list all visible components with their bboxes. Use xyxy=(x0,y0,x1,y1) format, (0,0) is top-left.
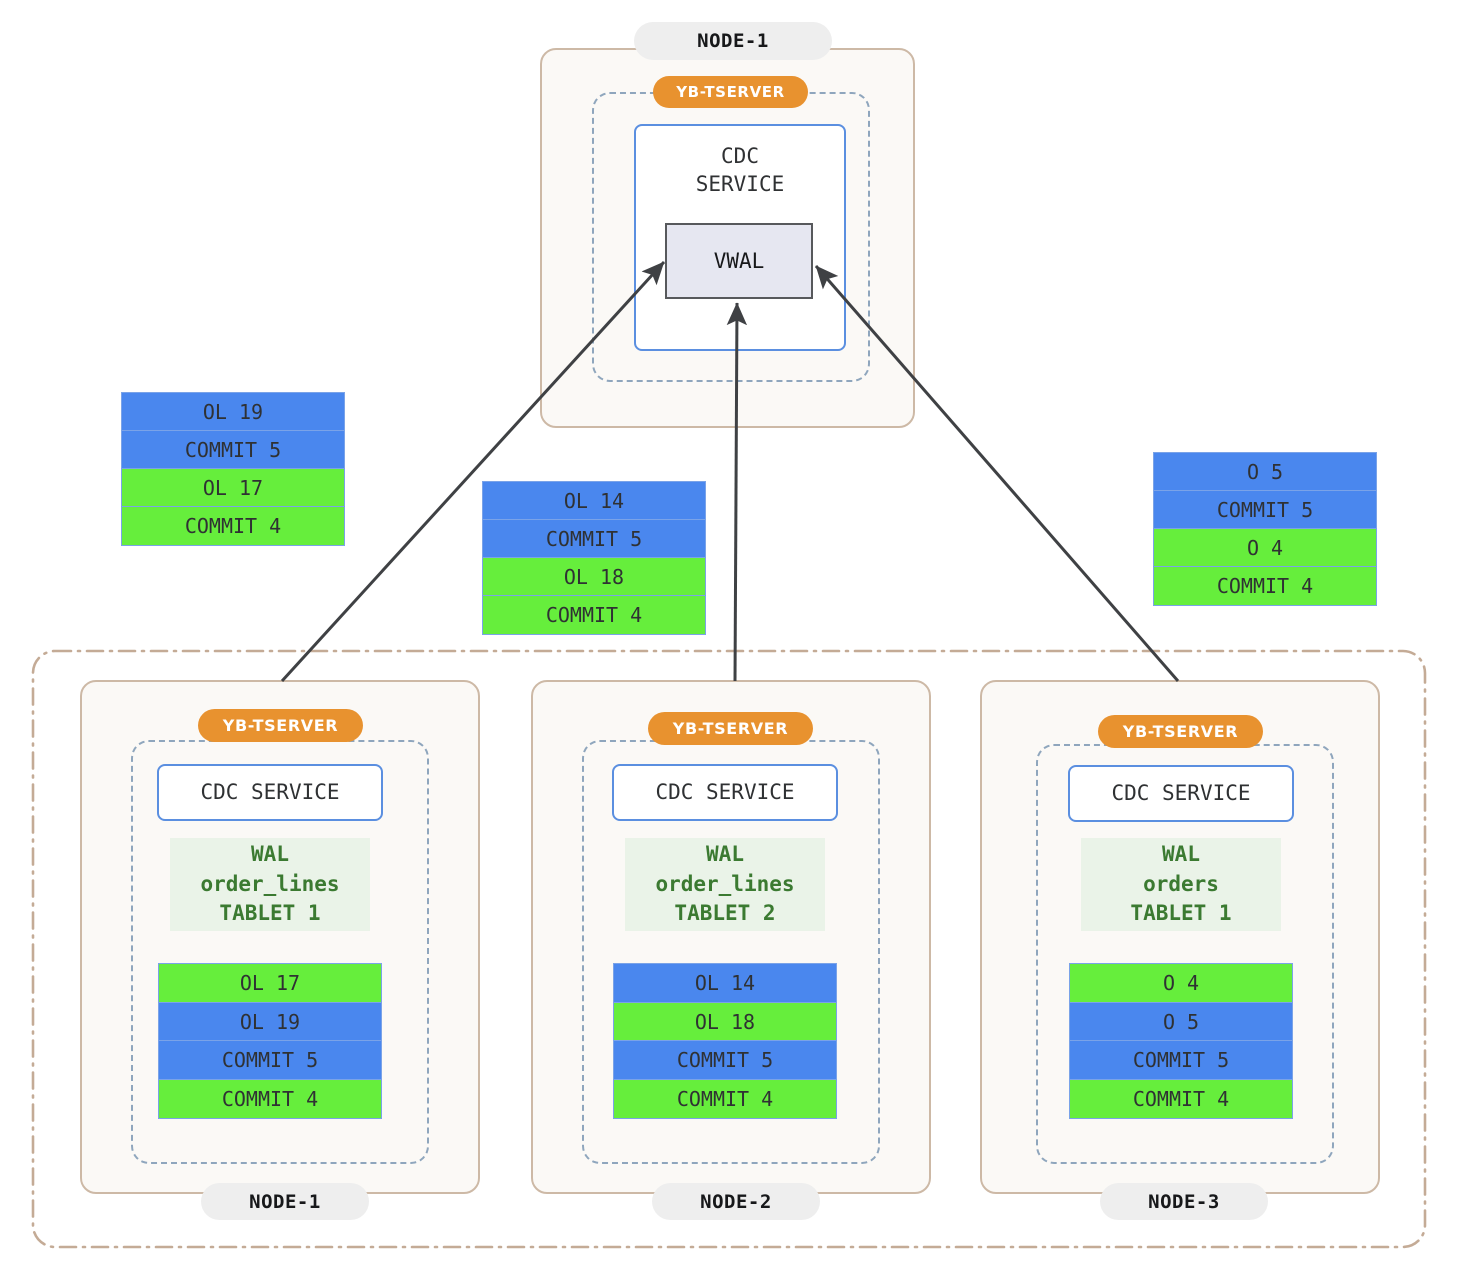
top-tserver-label: YB-TSERVER xyxy=(676,83,785,101)
node-3-cdc-service-box: CDC SERVICE xyxy=(1068,765,1294,822)
node-3-tserver-pill: YB-TSERVER xyxy=(1098,715,1263,748)
record-row: COMMIT 5 xyxy=(482,519,706,559)
node-2-wal-line1: WAL xyxy=(706,841,744,866)
record-row: OL 17 xyxy=(158,963,382,1003)
top-cdc-label-line1: CDC xyxy=(721,144,759,168)
node-1-tserver-label: YB-TSERVER xyxy=(222,716,339,735)
node-2-label-pill: NODE-2 xyxy=(652,1183,820,1220)
record-row: COMMIT 4 xyxy=(613,1078,837,1119)
node-1-label-pill: NODE-1 xyxy=(201,1183,369,1220)
node-3-wal-line1: WAL xyxy=(1162,841,1200,866)
record-row: COMMIT 4 xyxy=(158,1078,382,1119)
node-3-wal-line3: TABLET 1 xyxy=(1130,901,1232,926)
node-2-cdc-service-box: CDC SERVICE xyxy=(612,764,838,821)
node-2-wal-line2: order_lines xyxy=(655,871,795,896)
node-2-cdc-label: CDC SERVICE xyxy=(655,779,795,804)
record-row: OL 17 xyxy=(121,468,345,508)
node-1-cdc-service-box: CDC SERVICE xyxy=(157,764,383,821)
node-3-wal-box: WAL orders TABLET 1 xyxy=(1081,838,1281,931)
node-2-tserver-label: YB-TSERVER xyxy=(672,719,789,738)
node-3-wal-line2: orders xyxy=(1143,871,1219,896)
node-1-wal-line1: WAL xyxy=(251,841,289,866)
node-3-label-pill: NODE-3 xyxy=(1100,1183,1268,1220)
top-node-label: NODE-1 xyxy=(697,30,769,52)
record-row: COMMIT 4 xyxy=(482,595,706,635)
record-row: OL 14 xyxy=(482,481,706,521)
vwal-box: VWAL xyxy=(665,223,813,299)
node-2-label: NODE-2 xyxy=(700,1190,772,1213)
record-row: COMMIT 4 xyxy=(1069,1078,1293,1119)
record-row: COMMIT 4 xyxy=(121,506,345,546)
node-3-cdc-label: CDC SERVICE xyxy=(1111,780,1251,805)
node-1-label: NODE-1 xyxy=(249,1190,321,1213)
record-row: COMMIT 5 xyxy=(613,1040,837,1080)
record-row: O 4 xyxy=(1153,528,1377,568)
node-2-wal-line3: TABLET 2 xyxy=(674,901,776,926)
record-row: COMMIT 4 xyxy=(1153,566,1377,606)
vwal-label: VWAL xyxy=(713,249,765,273)
record-row: OL 19 xyxy=(121,392,345,432)
top-node-label-pill: NODE-1 xyxy=(634,22,832,60)
node-1-wal-box: WAL order_lines TABLET 1 xyxy=(170,838,370,931)
node-1-cdc-label: CDC SERVICE xyxy=(200,779,340,804)
record-row: O 5 xyxy=(1069,1001,1293,1042)
node-3-label: NODE-3 xyxy=(1148,1190,1220,1213)
top-cdc-label-line2: SERVICE xyxy=(695,171,785,196)
record-row: OL 19 xyxy=(158,1001,382,1042)
node-1-tserver-pill: YB-TSERVER xyxy=(198,709,363,742)
record-row: OL 18 xyxy=(482,557,706,597)
record-row: COMMIT 5 xyxy=(1153,490,1377,530)
node-3-tserver-label: YB-TSERVER xyxy=(1122,722,1239,741)
record-row: COMMIT 5 xyxy=(158,1040,382,1080)
record-row: COMMIT 5 xyxy=(121,430,345,470)
node-2-tserver-pill: YB-TSERVER xyxy=(648,712,813,745)
cluster-boundary xyxy=(31,649,1427,1249)
record-row: O 5 xyxy=(1153,452,1377,492)
node-1-wal-line3: TABLET 1 xyxy=(219,901,321,926)
node-2-wal-box: WAL order_lines TABLET 2 xyxy=(625,838,825,931)
node-1-wal-line2: order_lines xyxy=(200,871,340,896)
record-row: OL 14 xyxy=(613,963,837,1003)
record-row: OL 18 xyxy=(613,1001,837,1042)
top-tserver-pill: YB-TSERVER xyxy=(653,76,808,108)
